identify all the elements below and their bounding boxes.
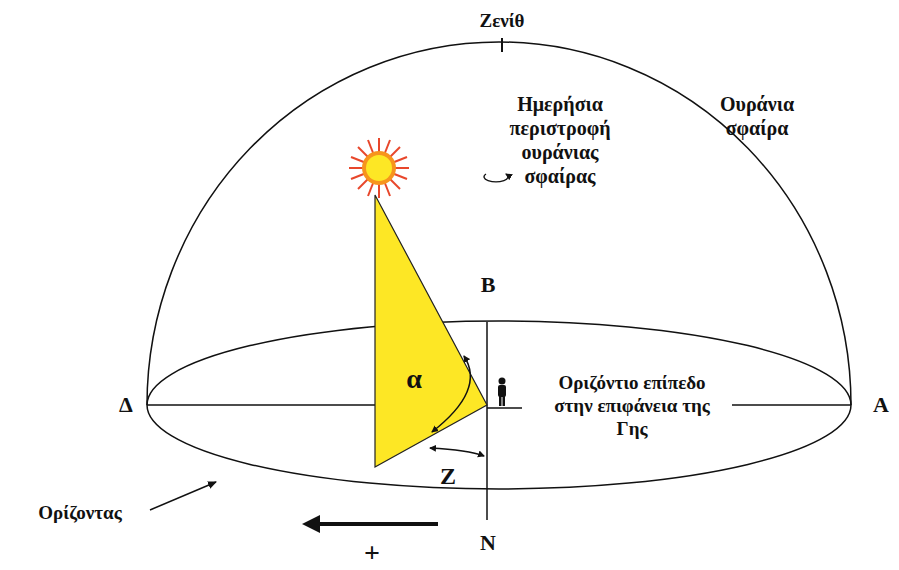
plane-label: Οριζόντιο επίπεδο στην επιφάνεια της Γης bbox=[538, 372, 726, 440]
horizon-label: Ορίζοντας bbox=[38, 502, 121, 525]
direction-sign: + bbox=[364, 536, 380, 570]
south-point-label: Ν bbox=[480, 530, 496, 556]
altitude-symbol: α bbox=[406, 362, 422, 396]
zenith-label: Ζενίθ bbox=[479, 10, 524, 33]
west-point-label: Δ bbox=[119, 392, 133, 418]
azimuth-symbol: Z bbox=[440, 462, 456, 491]
sphere-label: Ουράνια σφαίρα bbox=[707, 92, 807, 140]
east-point-label: Α bbox=[873, 392, 889, 418]
north-point-label: Β bbox=[481, 272, 496, 298]
rotation-label: Ημερήσια περιστροφή ουράνιας σφαίρας bbox=[500, 92, 620, 188]
